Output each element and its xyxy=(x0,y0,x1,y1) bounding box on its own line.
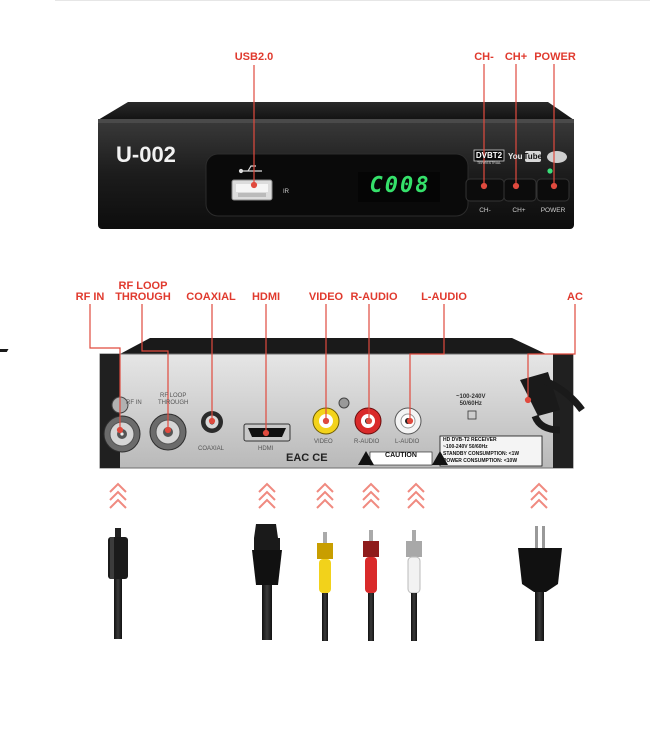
button-label-ch-plus: CH+ xyxy=(512,207,526,214)
rear-label-rf-loop-1: RF LOOP xyxy=(160,393,187,399)
spec-line-2: ~100-240V 50/60Hz xyxy=(443,444,488,450)
usb-port xyxy=(231,179,273,201)
top-divider xyxy=(55,0,650,1)
button-shapes xyxy=(465,178,570,202)
callout-video: VIDEO xyxy=(308,291,344,303)
hdmi-cable xyxy=(252,524,282,640)
youtube-logo xyxy=(525,151,541,162)
double-insulation-mark xyxy=(467,410,477,420)
wifi-icon xyxy=(547,151,567,163)
youtube-you: You xyxy=(508,152,523,161)
vent-slots xyxy=(0,349,9,352)
spec-line-3: STANDBY CONSUMPTION: <1W xyxy=(443,451,520,457)
power-cord-inlet xyxy=(520,372,585,434)
rear-label-video: VIDEO xyxy=(314,439,333,445)
callout-coaxial: COAXIAL xyxy=(186,291,236,303)
av-red-plug xyxy=(363,530,379,641)
dvb-text: DVB xyxy=(475,151,493,160)
callout-power: POWER xyxy=(534,51,576,63)
rear-label-rf-loop-2: THROUGH xyxy=(158,400,189,406)
front-callout-lines xyxy=(250,64,558,190)
button-label-power: POWER xyxy=(540,207,566,214)
dvb-t2-logo xyxy=(473,149,505,162)
callout-ch-minus: CH- xyxy=(474,51,494,63)
callout-rf-loop: RF LOOP THROUGH xyxy=(114,281,172,303)
spec-line-4: POWER CONSUMPTION: <10W xyxy=(443,458,518,464)
caution-text: CAUTION xyxy=(385,452,417,459)
callout-usb: USB2.0 xyxy=(234,51,274,63)
rear-label-rf-in: RF IN xyxy=(126,400,142,406)
av-white-plug xyxy=(406,530,422,641)
rear-callout-lines xyxy=(89,304,576,437)
rear-label-coaxial: COAXIAL xyxy=(198,446,225,452)
power-rating-1: ~100-240V xyxy=(456,394,486,400)
led-display-text: C008 xyxy=(369,173,431,198)
eu-power-plug xyxy=(518,526,562,641)
spec-label-text: HD DVB-T2 RECEIVER ~100-240V 50/60Hz STA… xyxy=(443,437,519,465)
ir-label: IR xyxy=(283,189,289,195)
youtube-tube: Tube xyxy=(523,152,543,161)
callout-r-audio: R-AUDIO xyxy=(350,291,398,303)
t2-text: T2 xyxy=(492,151,503,160)
caution-label xyxy=(358,451,448,466)
callout-hdmi: HDMI xyxy=(251,291,281,303)
power-rating: ~100-240V 50/60Hz xyxy=(456,394,486,408)
button-label-ch-minus: CH- xyxy=(479,207,491,214)
power-led xyxy=(547,168,553,174)
youtube-logo-text: YouTube xyxy=(508,151,543,162)
led-display-window xyxy=(358,172,440,202)
callout-ac: AC xyxy=(567,291,583,303)
spec-label xyxy=(439,435,543,467)
insert-arrows xyxy=(109,482,548,509)
power-rating-2: 50/60Hz xyxy=(459,401,482,407)
spec-line-1: HD DVB-T2 RECEIVER xyxy=(443,437,497,443)
rear-label-rf-loop: RF LOOP THROUGH xyxy=(158,393,188,407)
dvb-sub-text: TERRESTRIAL xyxy=(476,161,502,165)
rf-antenna-plug xyxy=(108,528,128,639)
callout-rf-loop-line1: RF LOOP xyxy=(118,280,168,292)
ground-screw xyxy=(338,397,350,409)
dvb-logo-text: DVBT2 xyxy=(474,150,504,161)
callout-rf-loop-line2: THROUGH xyxy=(115,291,171,303)
rear-label-hdmi: HDMI xyxy=(258,446,274,452)
callout-l-audio: L-AUDIO xyxy=(421,291,467,303)
cert-marks: EAC CE xyxy=(286,452,328,464)
rear-label-l-audio: L-AUDIO xyxy=(395,439,420,445)
callout-rf-in: RF IN xyxy=(75,291,105,303)
av-yellow-plug xyxy=(317,532,333,641)
callout-ch-plus: CH+ xyxy=(504,51,528,63)
model-label: U-002 xyxy=(116,142,176,167)
rear-label-r-audio: R-AUDIO xyxy=(354,439,380,445)
